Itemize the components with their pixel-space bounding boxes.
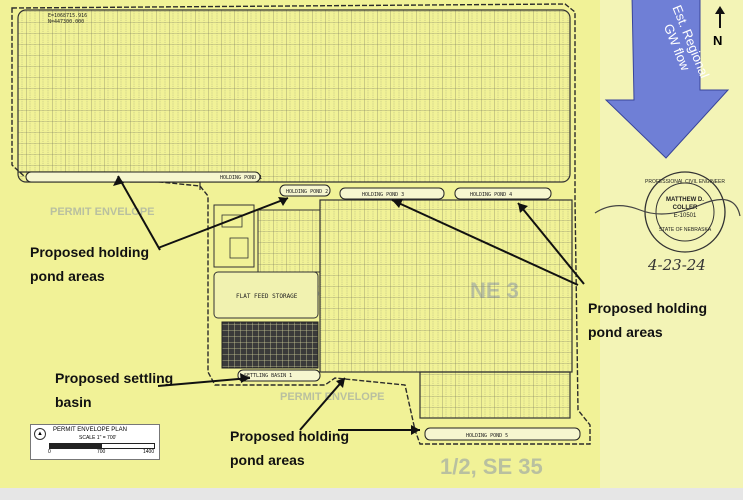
callout-arrows [117, 175, 585, 431]
seal-line1: PROFESSIONAL CIVIL ENGINEER [645, 179, 725, 185]
bottom-margin [0, 488, 743, 500]
quarter-label-se: 1/2, SE 35 [440, 454, 543, 479]
permit-envelope-label: PERMIT ENVELOPE [280, 391, 385, 403]
holding-pond-4 [454, 187, 552, 200]
signature-scribble [594, 198, 741, 217]
facility-area [213, 204, 319, 369]
scale-legend: ▲ PERMIT ENVELOPE PLAN SCALE 1" = 700' 0… [30, 424, 160, 460]
holding-pond-3 [339, 187, 445, 200]
survey-text-2: N=447300.000 [48, 19, 84, 25]
callout-line: Proposed settling [55, 370, 174, 386]
callout-settling: Proposed settling basin [55, 366, 173, 414]
seal-line5: STATE OF NEBRASKA [658, 227, 712, 233]
callout-holding-right: Proposed holding pond areas [588, 296, 707, 344]
north-label: N [713, 33, 723, 48]
callout-holding-bottom: Proposed holding pond areas [230, 424, 349, 472]
legend-tick-1: 700 [97, 449, 106, 455]
flat-feed-label: FLAT FEED STORAGE [236, 293, 298, 300]
settling-basin-1 [237, 369, 321, 382]
callout-holding-upper-left: Proposed holding pond areas [30, 240, 149, 288]
plan-text: HOLDING POND 1 HOLDING POND 2 HOLDING POND… [48, 13, 512, 439]
holding-pond-2 [279, 184, 331, 197]
survey-text-1: E=1068715.916 [48, 13, 87, 19]
gw-flow-arrow [604, 0, 730, 159]
pond-1-label: HOLDING POND 1 [220, 175, 262, 181]
legend-tick-2: 1400 [143, 449, 155, 455]
pond-5-label: HOLDING POND 5 [466, 433, 508, 439]
callout-line: Proposed holding [588, 300, 707, 316]
flat-feed-storage [213, 271, 319, 319]
north-grid [17, 9, 571, 190]
seal-line3: COLLER [672, 205, 698, 211]
legend-scale: SCALE 1" = 700' [79, 435, 117, 441]
seal-line2: MATTHEW D. [666, 197, 704, 203]
callout-line: Proposed holding [30, 244, 149, 260]
north-arrow [715, 6, 725, 28]
callout-line: Proposed holding [230, 428, 349, 444]
holding-pond-1 [25, 171, 261, 183]
callout-arrowheads [113, 176, 528, 435]
settling-pens [221, 321, 319, 369]
pond-4-label: HOLDING POND 4 [470, 192, 512, 198]
legend-bar [49, 443, 155, 449]
legend-north-icon: ▲ [34, 428, 46, 440]
south-grid [257, 199, 573, 419]
engineer-seal [594, 171, 741, 253]
seal-line4: E-10501 [673, 213, 697, 219]
callout-line: pond areas [588, 324, 663, 340]
settling-basin-label: SETTLING BASIN 1 [244, 373, 292, 379]
signature-date: 4-23-24 [648, 256, 706, 274]
legend-title: PERMIT ENVELOPE PLAN [53, 427, 127, 433]
callout-line: basin [55, 394, 92, 410]
callout-line: pond areas [30, 268, 105, 284]
holding-pond-5 [424, 427, 581, 441]
pond-3-label: HOLDING POND 3 [362, 192, 404, 198]
seal-text: PROFESSIONAL CIVIL ENGINEER MATTHEW D. C… [645, 178, 725, 234]
pond-2-label: HOLDING POND 2 [286, 189, 328, 195]
permit-envelope-label: PERMIT ENVELOPE [50, 206, 155, 218]
callout-line: pond areas [230, 452, 305, 468]
legend-tick-0: 0 [48, 449, 51, 455]
holding-ponds [25, 171, 581, 441]
